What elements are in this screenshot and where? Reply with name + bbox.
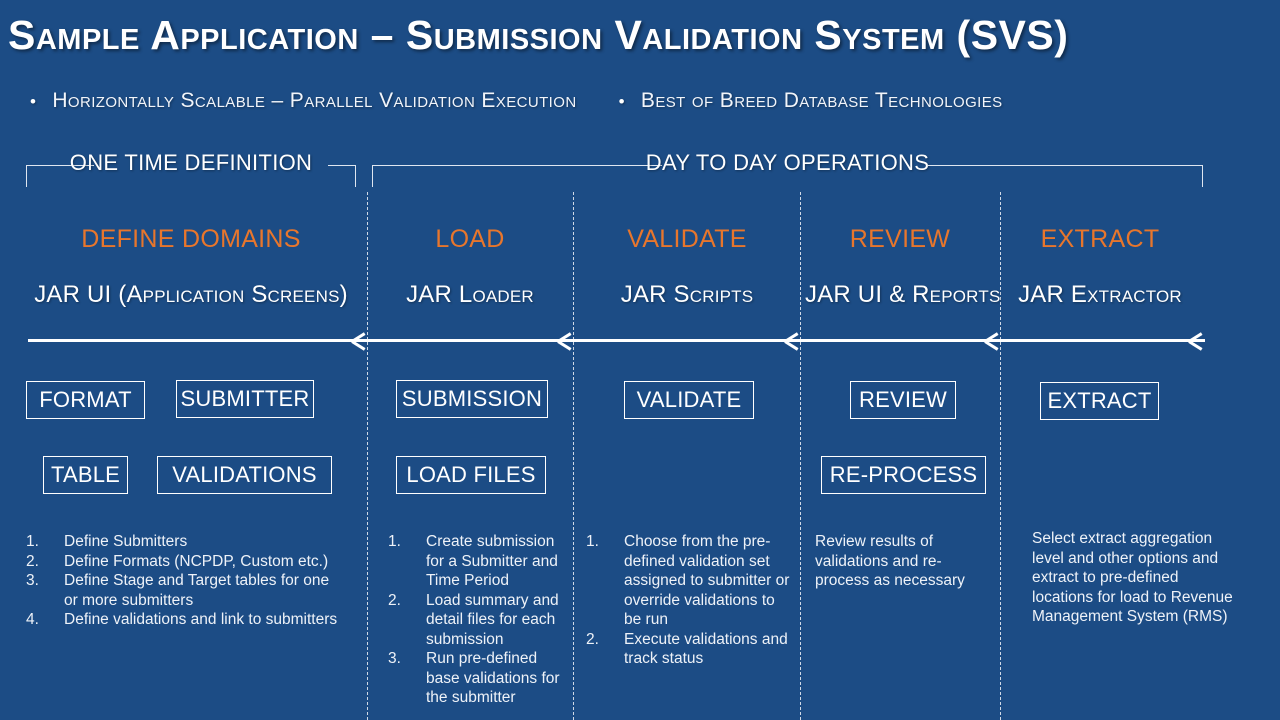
list-item: Define validations and link to submitter… (26, 610, 338, 629)
description-list: Choose from the pre-defined validation s… (586, 532, 791, 669)
page-title: Sample Application – Submission Validati… (8, 12, 1069, 58)
description-list: Create submission for a Submitter and Ti… (388, 532, 563, 708)
list-item: Choose from the pre-defined validation s… (586, 532, 790, 628)
bracket-tick-right (355, 165, 356, 187)
arrow-head-5 (1189, 333, 1205, 349)
list-item: Define Stage and Target tables for one o… (26, 571, 330, 609)
bracket-label-one-time-definition: ONE TIME DEFINITION (69, 150, 313, 175)
component-label-jar-ui-reports: JAR UI & Reports (805, 281, 1001, 308)
stage-title-load: LOAD (435, 225, 505, 253)
entity-box-extract[interactable]: EXTRACT (1040, 382, 1159, 420)
description-validate: Choose from the pre-defined validation s… (586, 532, 791, 669)
entity-box-validations[interactable]: VALIDATIONS (157, 456, 332, 494)
subtitle-bullet-1: • Horizontally Scalable – Parallel Valid… (30, 89, 577, 113)
column-divider-1 (367, 192, 368, 720)
entity-box-format[interactable]: FORMAT (26, 381, 145, 419)
entity-box-review[interactable]: REVIEW (850, 381, 956, 419)
list-item: Define Submitters (26, 532, 188, 551)
subtitle-bullet-2-text: Best of Breed Database Technologies (640, 89, 1003, 112)
entity-box-re-process[interactable]: RE-PROCESS (821, 456, 986, 494)
arrow-shaft (28, 339, 1205, 342)
description-load: Create submission for a Submitter and Ti… (388, 532, 563, 708)
entity-box-table[interactable]: TABLE (43, 456, 128, 494)
list-item: Define Formats (NCPDP, Custom etc.) (26, 552, 329, 571)
list-item: Create submission for a Submitter and Ti… (388, 532, 558, 589)
bullet-dot-icon: • (30, 92, 37, 111)
entity-box-load-files[interactable]: LOAD FILES (396, 456, 546, 494)
bracket-tick-right (1202, 165, 1203, 187)
component-label-jar-loader: JAR Loader (406, 281, 534, 308)
description-review: Review results of validations and re-pro… (815, 532, 995, 591)
bracket-tick-left (26, 165, 27, 187)
bracket-one-time-definition: ONE TIME DEFINITION (26, 150, 356, 187)
stage-title-extract: EXTRACT (1040, 225, 1160, 253)
component-label-jar-ui: JAR UI (Application Screens) (34, 281, 348, 308)
list-item: Run pre-defined base validations for the… (388, 649, 560, 706)
description-extract: Select extract aggregation level and oth… (1032, 529, 1240, 627)
bullet-dot-icon: • (618, 92, 625, 111)
entity-box-submitter[interactable]: SUBMITTER (176, 380, 314, 418)
description-define-domains: Define Submitters Define Formats (NCPDP,… (26, 532, 346, 630)
bracket-line-right (928, 165, 1203, 166)
bracket-label-day-to-day-operations: DAY TO DAY OPERATIONS (645, 150, 930, 175)
process-flow-arrow (28, 333, 1205, 349)
subtitle-bullet-2: • Best of Breed Database Technologies (619, 89, 1003, 113)
bracket-line-left (26, 165, 94, 166)
list-item: Load summary and detail files for each s… (388, 591, 559, 648)
column-divider-2 (573, 192, 574, 720)
arrow-head-2 (558, 333, 574, 349)
subtitle-bullet-1-text: Horizontally Scalable – Parallel Validat… (52, 89, 577, 112)
stage-title-validate: VALIDATE (627, 225, 747, 253)
entity-box-validate[interactable]: VALIDATE (624, 381, 754, 419)
arrow-head-3 (785, 333, 801, 349)
arrow-head-4 (985, 333, 1001, 349)
description-text: Review results of validations and re-pro… (815, 533, 965, 589)
arrow-head-1 (352, 333, 368, 349)
component-label-jar-scripts: JAR Scripts (620, 281, 754, 308)
bracket-line-right (328, 165, 356, 166)
stage-title-review: REVIEW (849, 225, 951, 253)
bracket-line-left (372, 165, 662, 166)
stage-title-define-domains: DEFINE DOMAINS (81, 225, 301, 253)
entity-box-submission[interactable]: SUBMISSION (396, 380, 548, 418)
description-text: Select extract aggregation level and oth… (1032, 530, 1233, 625)
subtitle-bullet-row: • Horizontally Scalable – Parallel Valid… (30, 86, 1250, 116)
column-divider-4 (1000, 192, 1001, 720)
description-list: Define Submitters Define Formats (NCPDP,… (26, 532, 346, 630)
column-divider-3 (800, 192, 801, 720)
list-item: Execute validations and track status (586, 630, 788, 668)
component-label-jar-extractor: JAR Extractor (1018, 281, 1182, 308)
bracket-day-to-day-operations: DAY TO DAY OPERATIONS (372, 150, 1203, 187)
bracket-tick-left (372, 165, 373, 187)
